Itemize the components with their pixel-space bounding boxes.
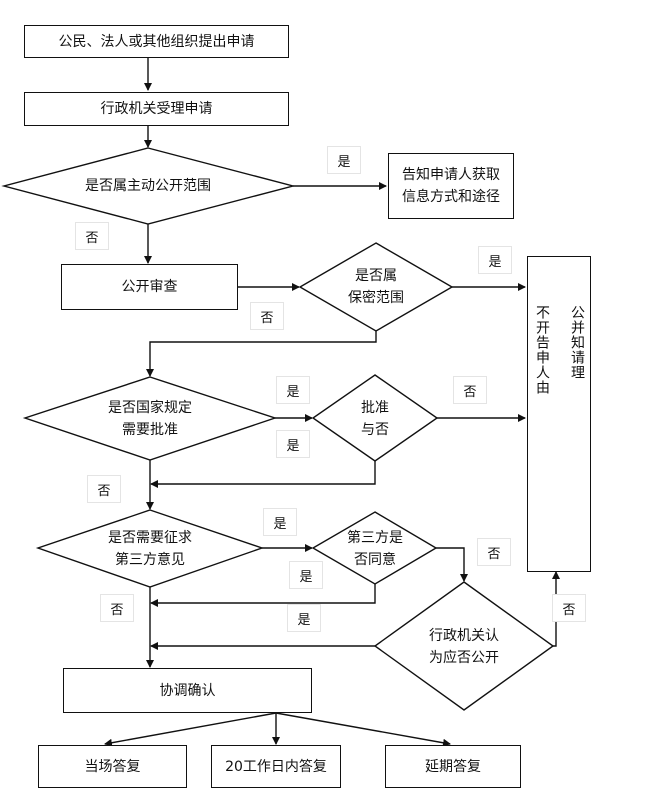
label-yes-national: 是 [276,376,310,404]
label-yes-approve: 是 [276,430,310,458]
label-no-scope: 否 [75,222,109,250]
refuse-col-right: 公并知请理 [569,305,585,380]
label-yes-secret: 是 [478,246,512,274]
label-yes-decide: 是 [287,604,321,632]
node-reply-extended: 延期答复 [385,745,521,788]
decision-approve-label: 批准 与否 [361,400,389,438]
arrow-coord-reply3 [275,712,451,747]
decision-scope-label: 是否属主动公开范围 [85,178,211,194]
decision-national-label: 是否国家规定 需要批准 [108,400,192,438]
label-yes-third: 是 [263,508,297,536]
label-no-secret: 否 [250,302,284,330]
label-no-national: 否 [87,475,121,503]
node-coord: 协调确认 [63,668,312,713]
label-no-decide: 否 [477,538,511,566]
node-apply: 公民、法人或其他组织提出申请 [24,25,289,58]
arrow-agree-yes-back [150,584,376,607]
decision-secret-label: 是否属 保密范围 [348,268,404,306]
refuse-col-left: 不开告申人由 [534,305,550,395]
arrow-secret-national [146,331,377,377]
arrow-approve-yes-back [150,461,376,488]
arrow-agree-decide [436,547,468,582]
node-refuse: 不开告申人由 公并知请理 [527,256,591,572]
node-reply-immediate: 当场答复 [38,745,187,788]
node-inform: 告知申请人获取 信息方式和途径 [388,153,514,219]
label-yes-scope: 是 [327,146,361,174]
arrow-coord-reply1 [104,712,277,747]
label-no-approve: 否 [453,376,487,404]
decision-decide-shape [373,581,555,711]
label-yes-agree: 是 [289,561,323,589]
node-accept: 行政机关受理申请 [24,92,289,126]
decision-third-label: 是否需要征求 第三方意见 [108,530,192,568]
node-reply-20days: 20工作日内答复 [211,745,341,788]
node-review: 公开审查 [61,264,238,310]
label-no-refuse: 否 [552,594,586,622]
decision-decide-label: 行政机关认 为应否公开 [429,628,499,666]
decision-agree-label: 第三方是 否同意 [347,530,403,568]
label-no-third: 否 [100,594,134,622]
